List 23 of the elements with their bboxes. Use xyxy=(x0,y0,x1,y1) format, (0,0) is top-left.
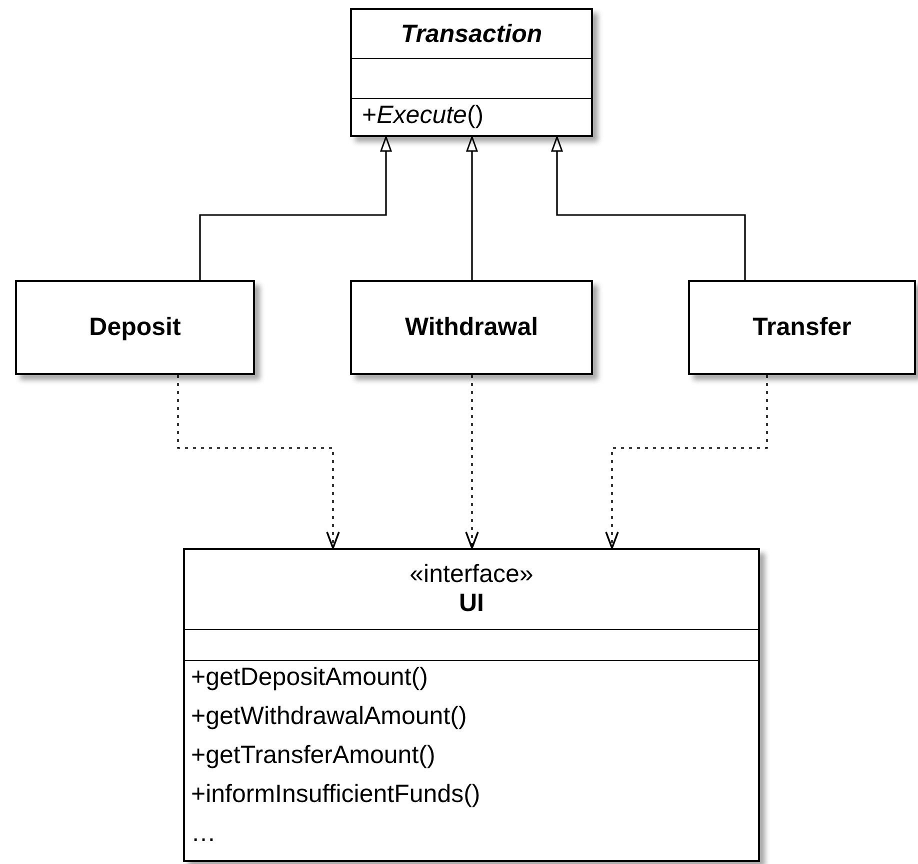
dependency-arrow xyxy=(605,375,768,549)
method-text: +getTransferAmount() xyxy=(191,741,436,769)
method-text: +getDepositAmount() xyxy=(191,663,428,691)
generalization-arrow xyxy=(199,136,392,280)
stereotype-label: «interface» xyxy=(410,560,534,590)
class-box xyxy=(15,280,255,375)
method-text: +getWithdrawalAmount() xyxy=(191,702,467,730)
dependency-arrow xyxy=(465,375,479,549)
class-name: Deposit xyxy=(89,313,181,342)
method-text: … xyxy=(191,819,216,847)
class-name: Withdrawal xyxy=(404,313,538,342)
dependency-arrow xyxy=(177,375,340,549)
class-box xyxy=(688,280,916,375)
interface-name: UI xyxy=(459,589,484,618)
class-box xyxy=(183,548,760,862)
generalization-arrow xyxy=(551,136,746,280)
method-text: +informInsufficientFunds() xyxy=(191,780,480,808)
method-text: +Execute() xyxy=(362,101,484,129)
class-box xyxy=(350,8,593,137)
class-name: Transaction xyxy=(400,20,542,48)
class-box xyxy=(350,280,593,375)
generalization-arrow xyxy=(466,136,478,280)
class-name: Transfer xyxy=(752,313,852,342)
